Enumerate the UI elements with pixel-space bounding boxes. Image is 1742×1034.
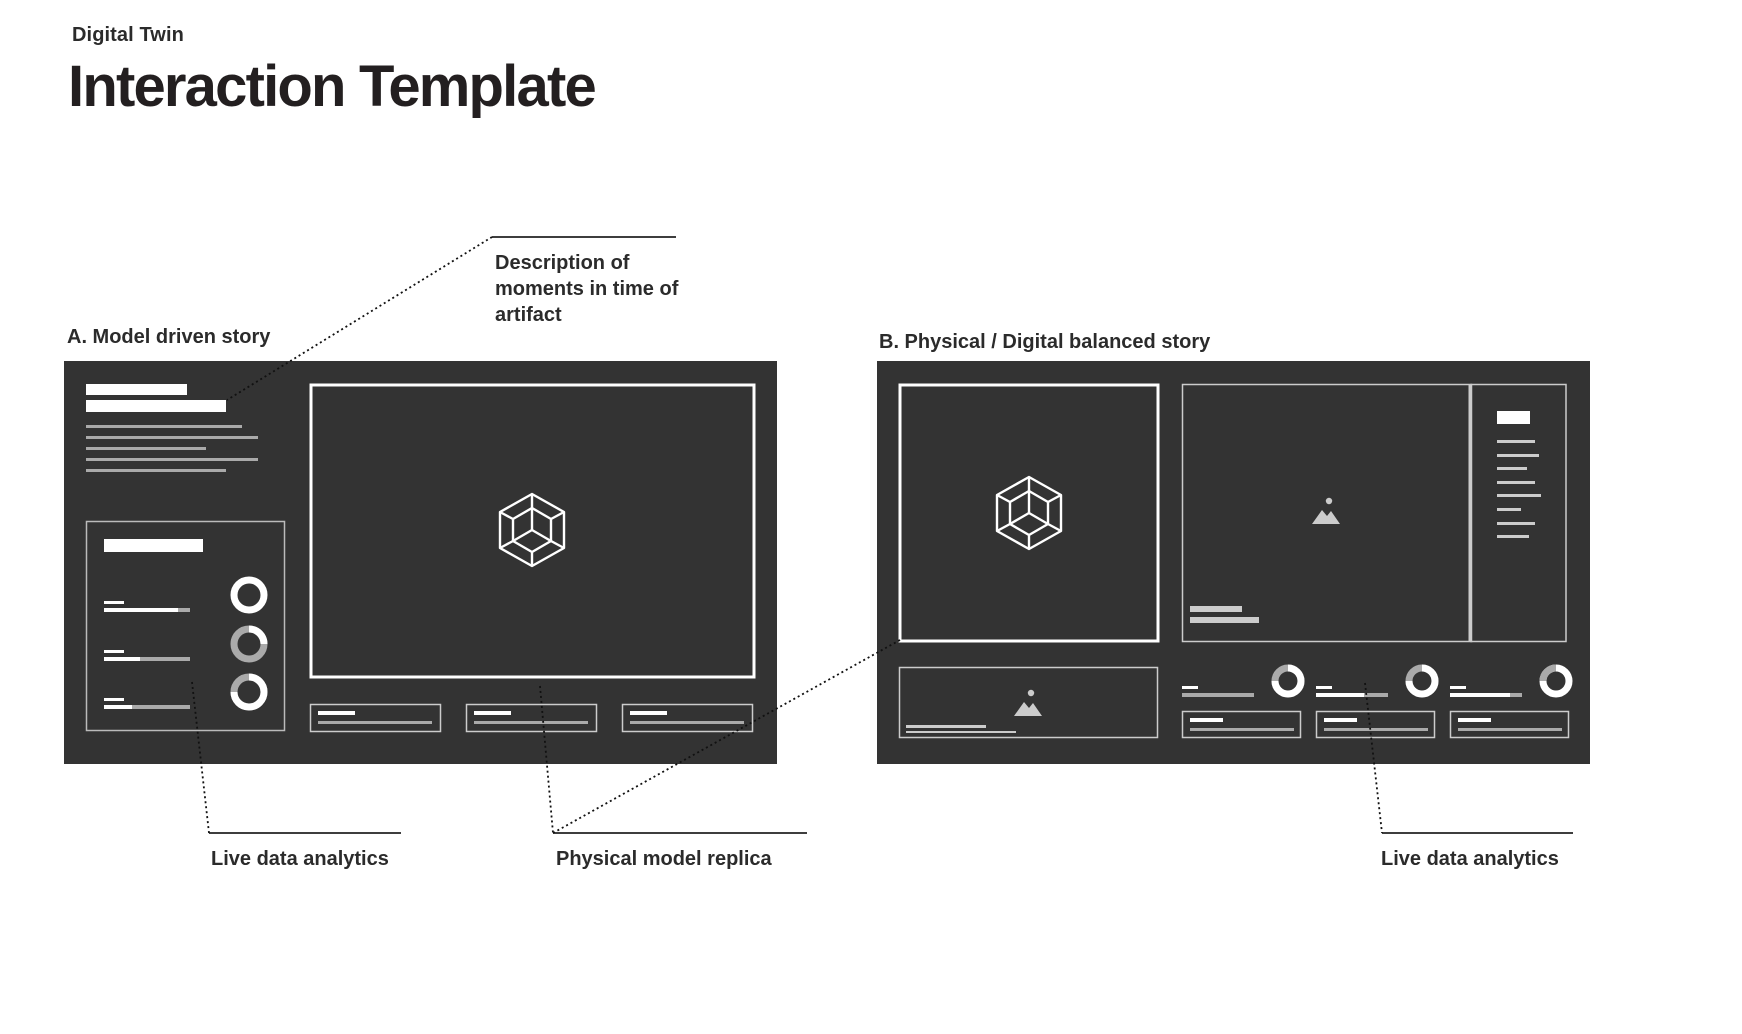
donut-chart-icon xyxy=(230,673,268,711)
diagram-title: Interaction Template xyxy=(68,54,597,119)
metric-item xyxy=(1316,664,1439,698)
description-annotation: Description of moments in time of artifa… xyxy=(495,250,678,328)
dotted-connectors xyxy=(191,236,1383,834)
donut-chart-icon xyxy=(230,576,268,614)
live-data-connector-right xyxy=(1364,682,1383,834)
story-b-title: B. Physical / Digital balanced story xyxy=(879,331,1211,353)
live-data-connector-left xyxy=(191,681,210,834)
model-viewport xyxy=(309,383,756,679)
description-line: artifact xyxy=(495,304,562,326)
description-line: moments in time of xyxy=(495,278,679,300)
live-data-analytics-label-left: Live data analytics xyxy=(211,848,389,870)
story-b-screen xyxy=(877,361,1590,764)
donut-chart-icon xyxy=(1405,664,1439,698)
image-card xyxy=(898,666,1159,739)
data-card xyxy=(1449,710,1570,739)
physical-replica-connector-b xyxy=(552,639,901,834)
description-connector xyxy=(226,236,493,401)
story-a-title: A. Model driven story xyxy=(67,326,271,348)
physical-model-replica-label: Physical model replica xyxy=(556,848,772,870)
description-line: Description of xyxy=(495,252,630,274)
donut-chart-icon xyxy=(1539,664,1573,698)
annotation-leaders xyxy=(209,236,1573,834)
donut-chart-icon xyxy=(1271,664,1305,698)
data-card xyxy=(1181,710,1302,739)
data-card xyxy=(465,703,598,733)
side-list xyxy=(1469,383,1567,643)
metric-item xyxy=(1450,664,1573,698)
data-card xyxy=(309,703,442,733)
model-viewport xyxy=(898,383,1160,643)
donut-chart-icon xyxy=(230,625,268,663)
diagram-subtitle: Digital Twin xyxy=(72,24,184,46)
data-card xyxy=(1315,710,1436,739)
story-a-screen xyxy=(64,361,777,764)
metric-item xyxy=(1182,664,1305,698)
analytics-panel xyxy=(85,520,286,732)
live-data-analytics-label-right: Live data analytics xyxy=(1381,848,1559,870)
data-card xyxy=(621,703,754,733)
